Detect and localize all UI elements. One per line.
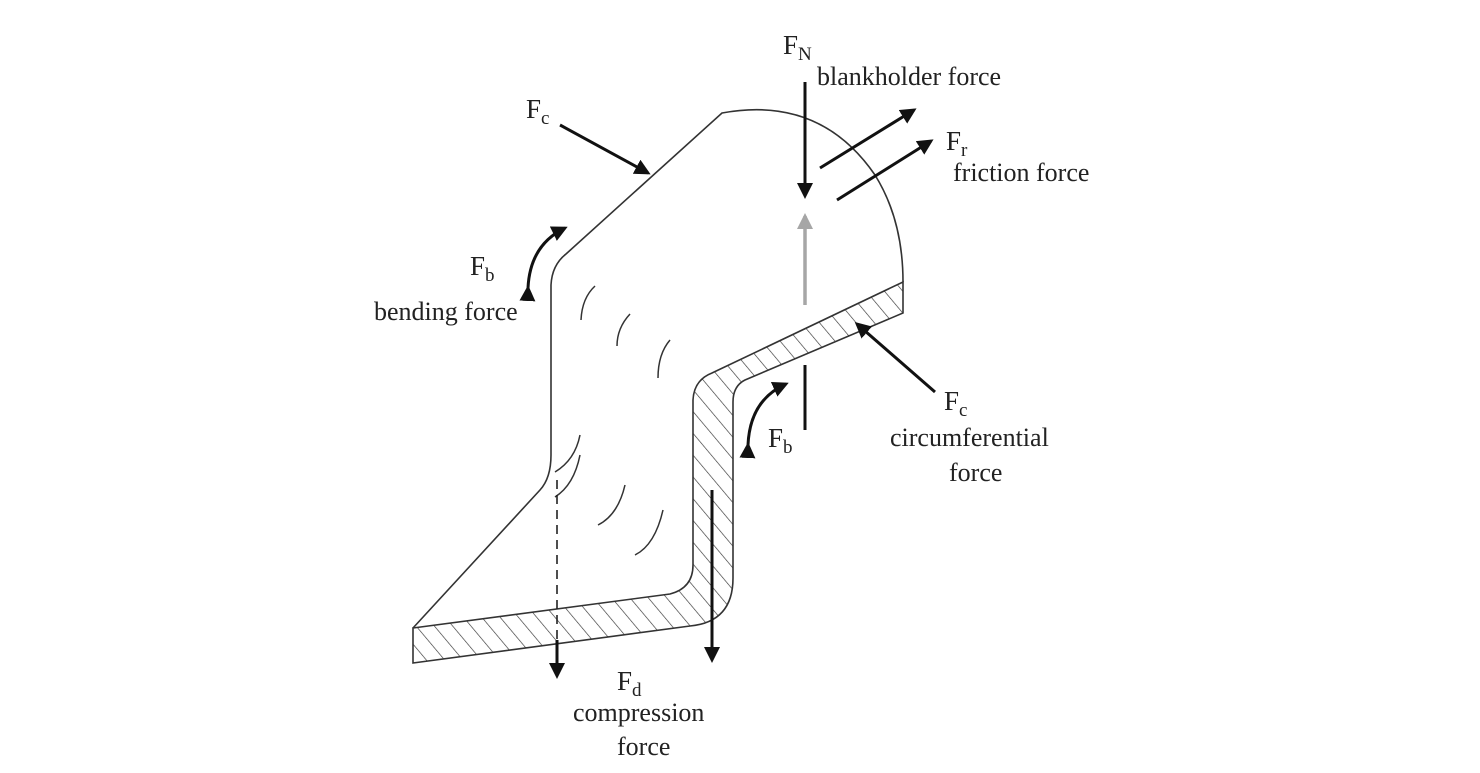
- sheet-cross-section: [412, 280, 904, 664]
- circumferential-force-top-symbol: Fc: [526, 94, 550, 129]
- circumferential-force-label-line2: force: [949, 458, 1003, 487]
- bending-force-label: bending force: [374, 297, 518, 326]
- circumferential-force-right-symbol: Fc: [944, 386, 968, 421]
- friction-force-label: friction force: [953, 158, 1090, 187]
- wrinkle-marks: [554, 285, 671, 556]
- bending-force-left-arrow: [519, 226, 568, 302]
- bending-force-left-symbol: Fb: [470, 251, 495, 286]
- bending-force-right-symbol: Fb: [768, 423, 793, 458]
- compression-force-label-line1: compression: [573, 698, 705, 727]
- blankholder-force-symbol: FN: [783, 30, 812, 65]
- circumferential-force-right-arrow: [854, 322, 936, 394]
- bending-force-right-arrow: [739, 381, 789, 459]
- compression-force-symbol: Fd: [617, 666, 642, 701]
- compression-force-label-line2: force: [617, 732, 671, 761]
- friction-force-arrow-2: [836, 139, 934, 202]
- circumferential-force-top-arrow: [559, 123, 651, 175]
- blankholder-force-label: blankholder force: [817, 62, 1002, 91]
- friction-force-arrow-1: [819, 108, 917, 170]
- blank-surface-outline: [412, 108, 904, 629]
- circumferential-force-label-line1: circumferential: [890, 423, 1049, 452]
- friction-force-symbol: Fr: [946, 126, 968, 161]
